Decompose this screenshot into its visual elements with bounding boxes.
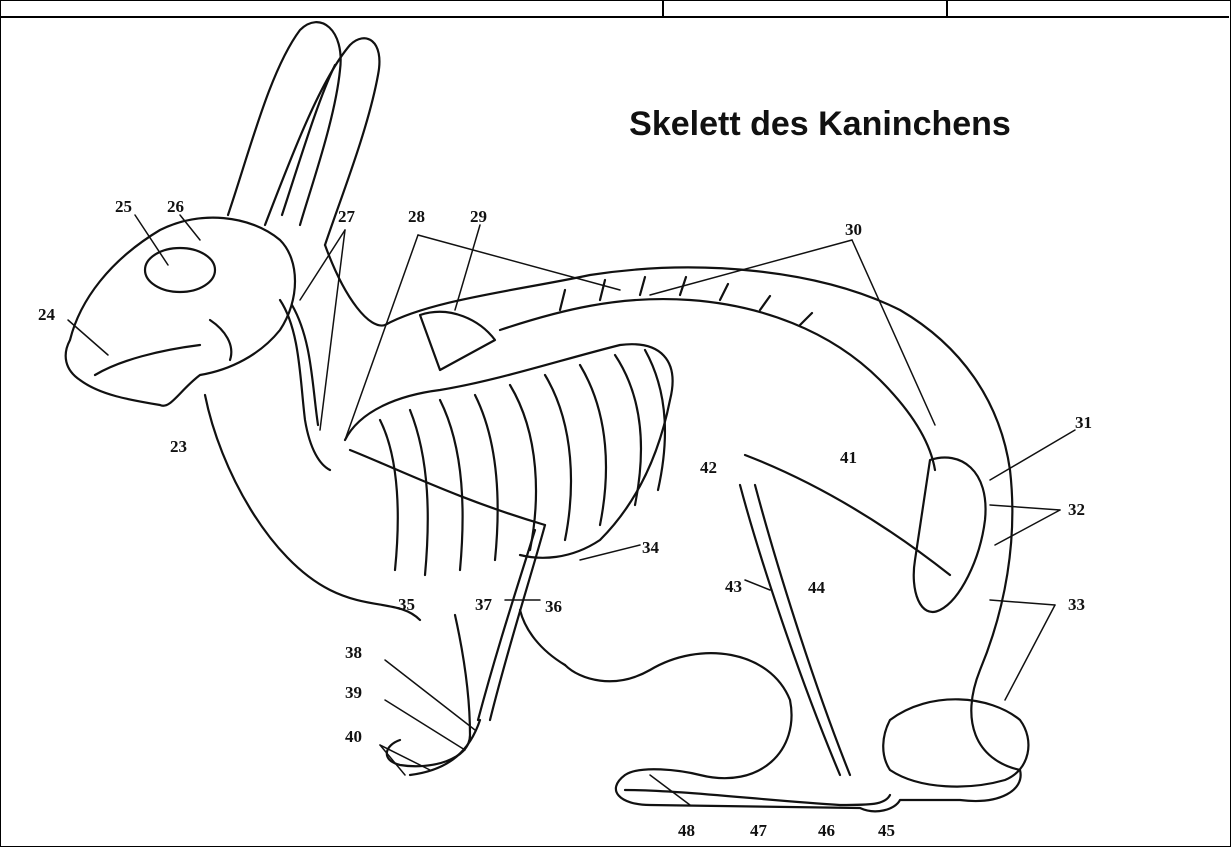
label-44: 44 (808, 578, 826, 597)
diagram-title: Skelett des Kaninchens (629, 105, 1011, 143)
label-36: 36 (545, 597, 562, 616)
label-23: 23 (170, 437, 187, 456)
label-46: 46 (818, 821, 835, 840)
label-31: 31 (1075, 413, 1092, 432)
spine (500, 299, 935, 470)
leader-lines (68, 215, 1075, 805)
label-34: 34 (642, 538, 660, 557)
label-39: 39 (345, 683, 362, 702)
label-27: 27 (338, 207, 356, 226)
tail (883, 699, 1028, 786)
label-40: 40 (345, 727, 362, 746)
rib-cage (345, 344, 673, 575)
head-outline (66, 218, 295, 406)
label-37: 37 (475, 595, 493, 614)
label-30: 30 (845, 220, 862, 239)
chest-belly-outline (205, 395, 420, 620)
pelvis (914, 458, 986, 612)
hind-foot (625, 790, 890, 805)
label-42: 42 (700, 458, 717, 477)
label-45: 45 (878, 821, 895, 840)
body-outline (325, 245, 1021, 811)
label-32: 32 (1068, 500, 1085, 519)
label-25: 25 (115, 197, 132, 216)
label-33: 33 (1068, 595, 1085, 614)
ear-outline (228, 22, 341, 225)
label-43: 43 (725, 577, 742, 596)
label-28: 28 (408, 207, 425, 226)
label-47: 47 (750, 821, 768, 840)
label-41: 41 (840, 448, 857, 467)
label-24: 24 (38, 305, 56, 324)
scapula (420, 312, 495, 370)
label-48: 48 (678, 821, 695, 840)
front-leg-outline (387, 615, 470, 766)
cervical-vertebrae (280, 300, 330, 470)
label-29: 29 (470, 207, 487, 226)
forearm-bones (490, 525, 545, 720)
label-35: 35 (398, 595, 415, 614)
label-38: 38 (345, 643, 362, 662)
humerus (350, 450, 545, 525)
label-26: 26 (167, 197, 184, 216)
